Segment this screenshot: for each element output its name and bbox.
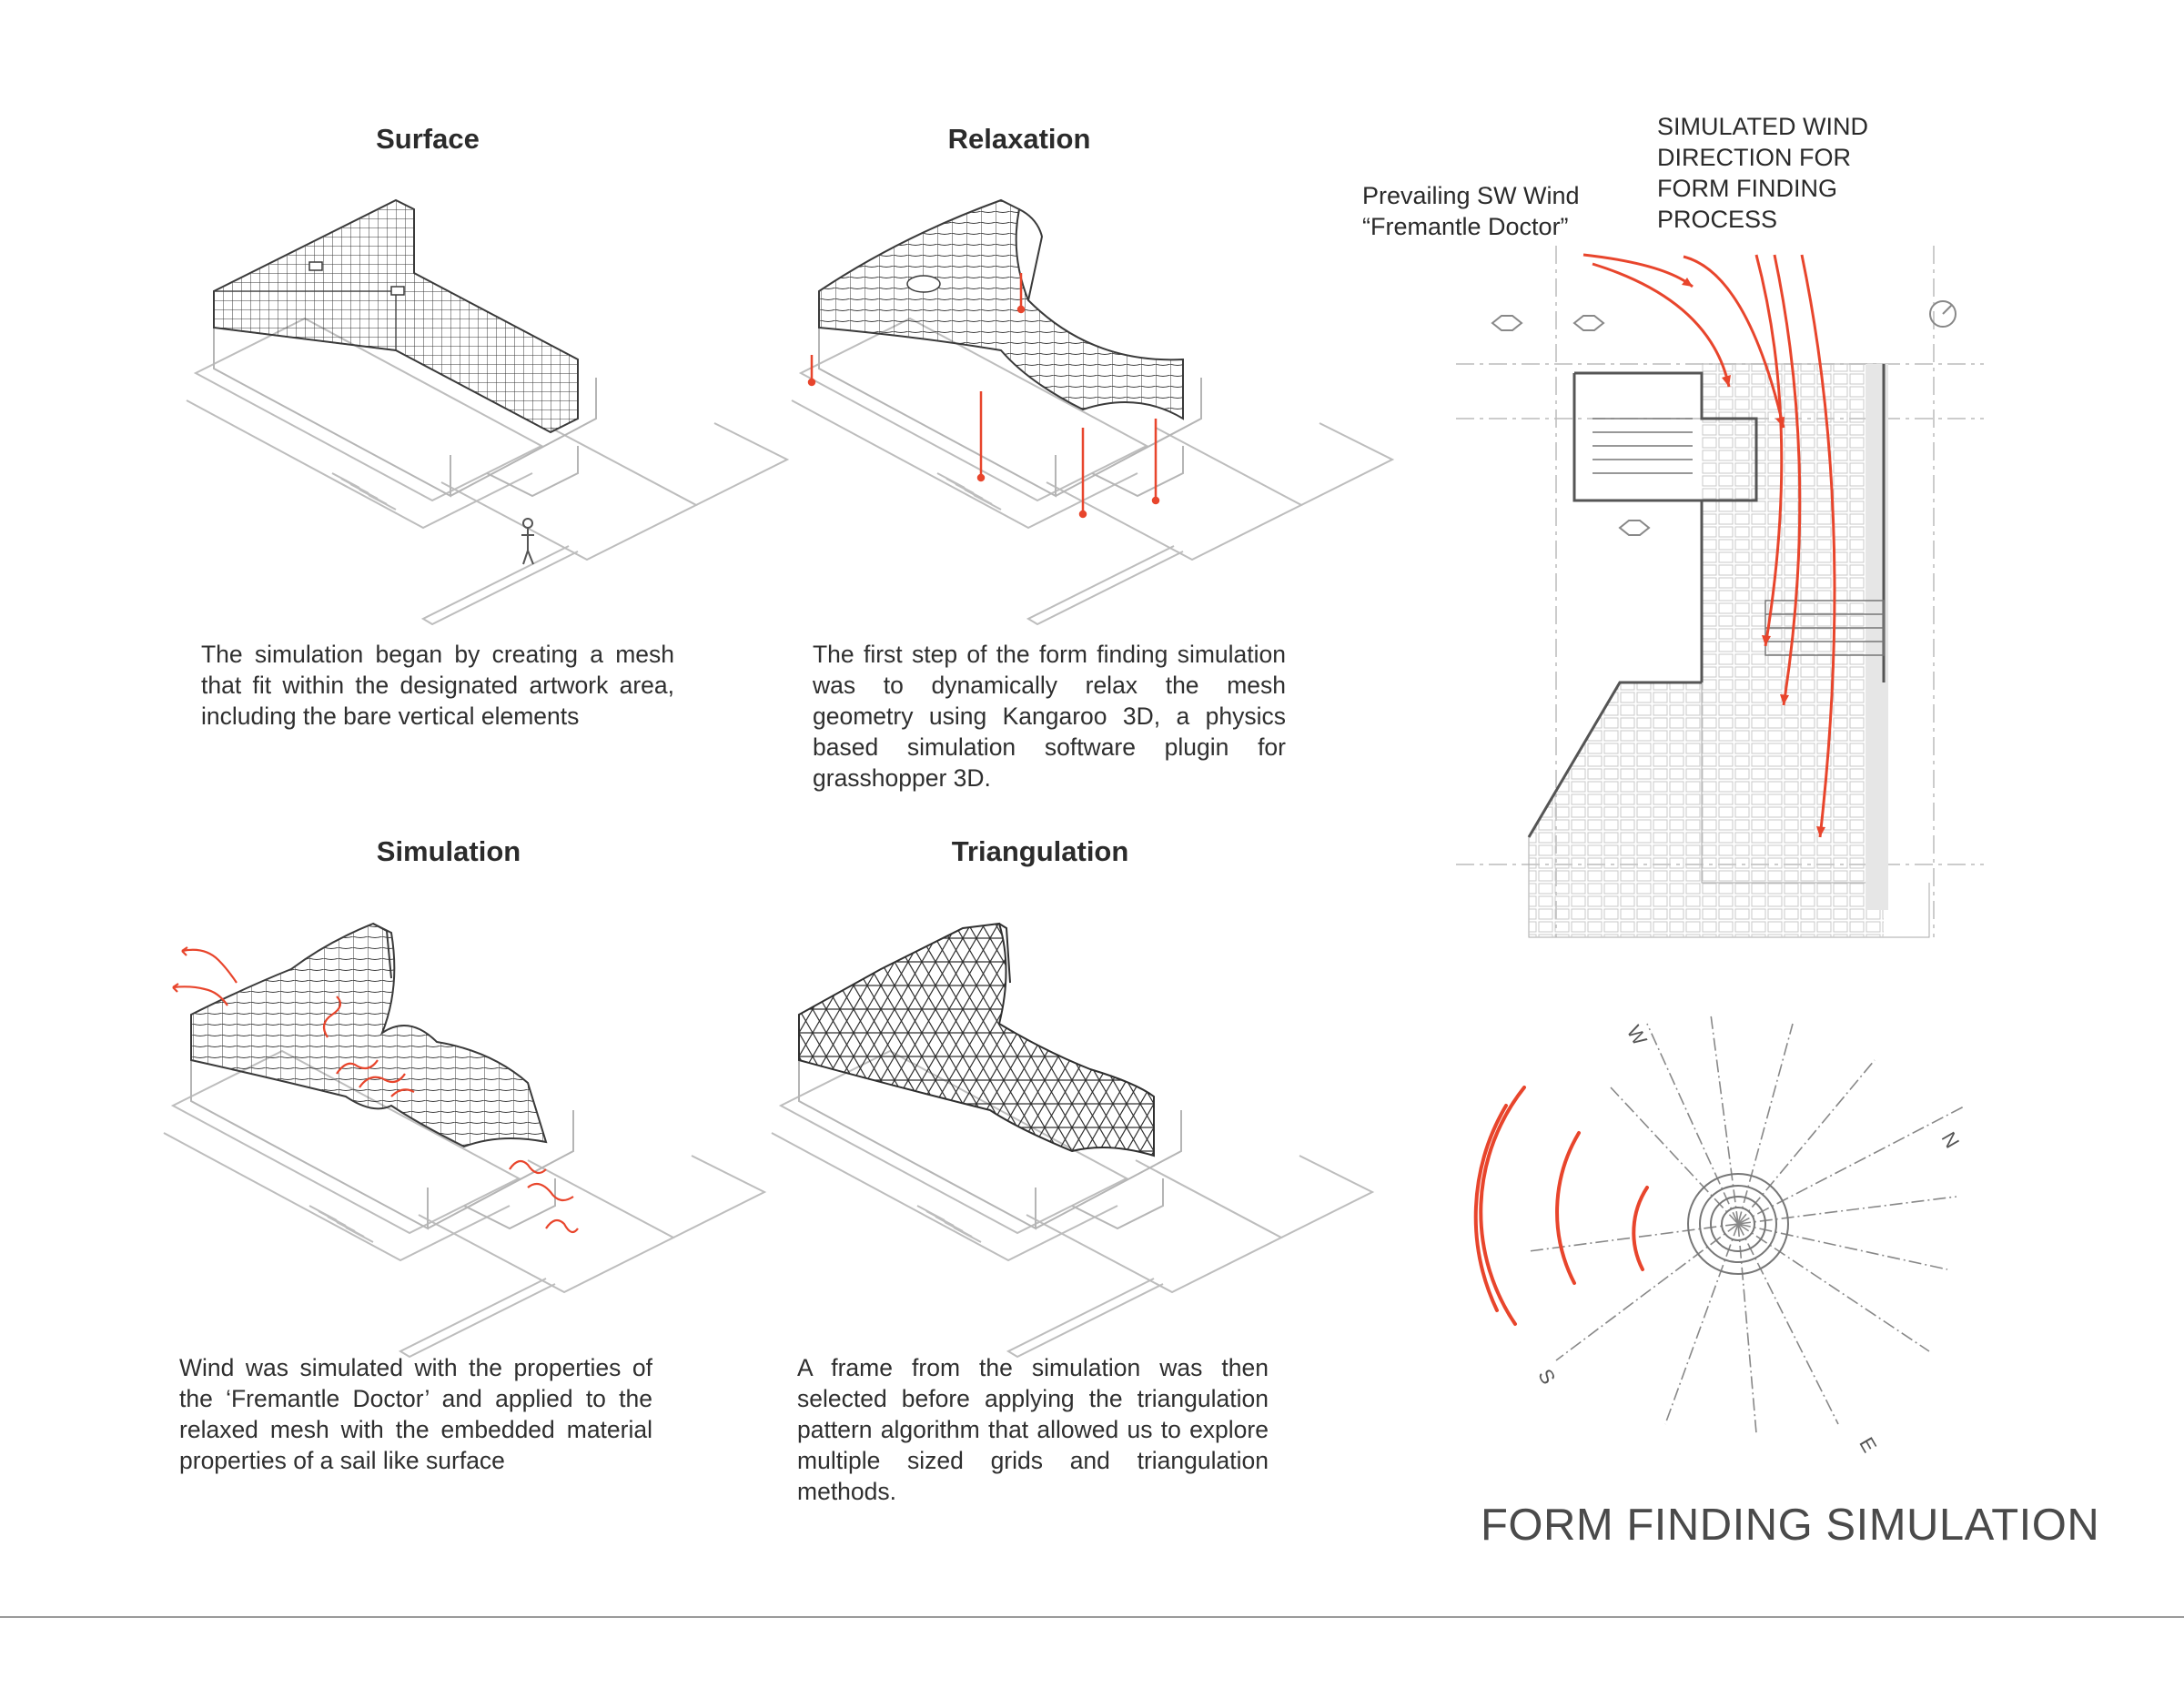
relaxation-isometric-drawing xyxy=(791,198,1393,625)
sim-label-line: DIRECTION FOR xyxy=(1657,144,1851,171)
simulation-isometric-drawing xyxy=(163,922,765,1358)
simulation-caption: Wind was simulated with the properties o… xyxy=(179,1354,652,1474)
wind-rose-compass xyxy=(1473,1014,1967,1434)
relaxation-caption: The first step of the form finding simul… xyxy=(813,641,1286,792)
compass-e-label: E xyxy=(1855,1433,1882,1457)
surface-isometric-drawing xyxy=(186,198,788,625)
sim-label-line: PROCESS xyxy=(1657,206,1778,233)
sim-label-line: FORM FINDING xyxy=(1657,175,1837,202)
bottom-divider xyxy=(0,1616,2184,1618)
page-title: FORM FINDING SIMULATION xyxy=(1481,1501,2100,1550)
wind-label-line: Prevailing SW Wind xyxy=(1362,182,1580,209)
simulated-wind-label: SIMULATED WIND DIRECTION FOR FORM FINDIN… xyxy=(1657,111,1868,235)
triangulation-isometric-drawing xyxy=(771,922,1373,1358)
person-figure-icon xyxy=(521,518,534,565)
sim-label-line: SIMULATED WIND xyxy=(1657,113,1869,140)
prevailing-wind-label: Prevailing SW Wind “Fremantle Doctor” xyxy=(1362,180,1580,242)
triangulation-caption: A frame from the simulation was then sel… xyxy=(797,1354,1269,1505)
surface-heading: Surface xyxy=(376,123,480,155)
triangulation-heading: Triangulation xyxy=(951,835,1129,867)
surface-caption: The simulation began by creating a mesh … xyxy=(201,641,674,730)
wind-label-line: “Fremantle Doctor” xyxy=(1362,213,1569,240)
site-plan-drawing xyxy=(1456,246,1984,938)
simulation-heading: Simulation xyxy=(376,835,521,867)
relaxation-heading: Relaxation xyxy=(947,123,1091,155)
